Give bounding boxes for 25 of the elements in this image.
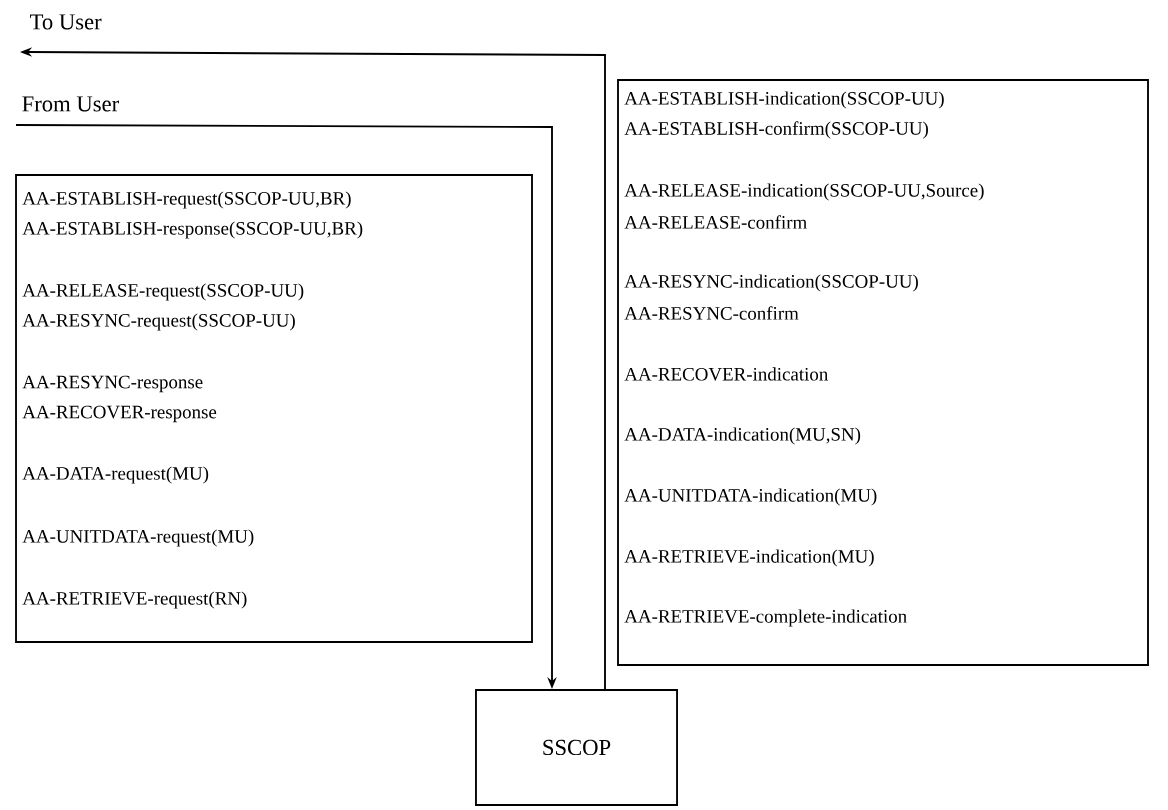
- signal-name: AA-ESTABLISH-response(SSCOP-UU,BR): [22, 221, 363, 239]
- primitive-list-box: [617, 79, 1149, 666]
- signal-name: AA-RESYNC-request(SSCOP-UU): [22, 313, 295, 331]
- signal-name: AA-RELEASE-indication(SSCOP-UU,Source): [624, 183, 984, 201]
- edge-label: To User: [28, 13, 103, 31]
- signal-name: AA-RESYNC-confirm: [624, 306, 799, 320]
- edge-label: From User: [20, 95, 121, 113]
- signal-name: AA-RELEASE-confirm: [624, 215, 807, 229]
- signal-name: AA-RECOVER-response: [22, 405, 217, 423]
- signal-name: AA-RELEASE-request(SSCOP-UU): [22, 283, 304, 301]
- signal-name: AA-DATA-indication(MU,SN): [624, 427, 861, 445]
- signal-name: AA-RESYNC-response: [22, 375, 203, 393]
- signal-name: AA-UNITDATA-indication(MU): [624, 488, 877, 506]
- signal-name: AA-ESTABLISH-indication(SSCOP-UU): [624, 91, 944, 109]
- signal-name: AA-RECOVER-indication: [624, 367, 829, 381]
- signal-name: AA-ESTABLISH-confirm(SSCOP-UU): [624, 121, 928, 139]
- signal-name: AA-RETRIEVE-complete-indication: [624, 609, 907, 627]
- signal-name: AA-RESYNC-indication(SSCOP-UU): [624, 274, 918, 292]
- protocol-box: SSCOP: [475, 689, 678, 806]
- signal-name: AA-DATA-request(MU): [22, 466, 209, 484]
- primitive-list-box: [15, 174, 533, 643]
- signal-name: AA-ESTABLISH-request(SSCOP-UU,BR): [22, 191, 351, 209]
- signal-name: AA-UNITDATA-request(MU): [22, 529, 254, 547]
- signal-name: AA-RETRIEVE-request(RN): [22, 591, 247, 609]
- signal-name: AA-RETRIEVE-indication(MU): [624, 549, 874, 567]
